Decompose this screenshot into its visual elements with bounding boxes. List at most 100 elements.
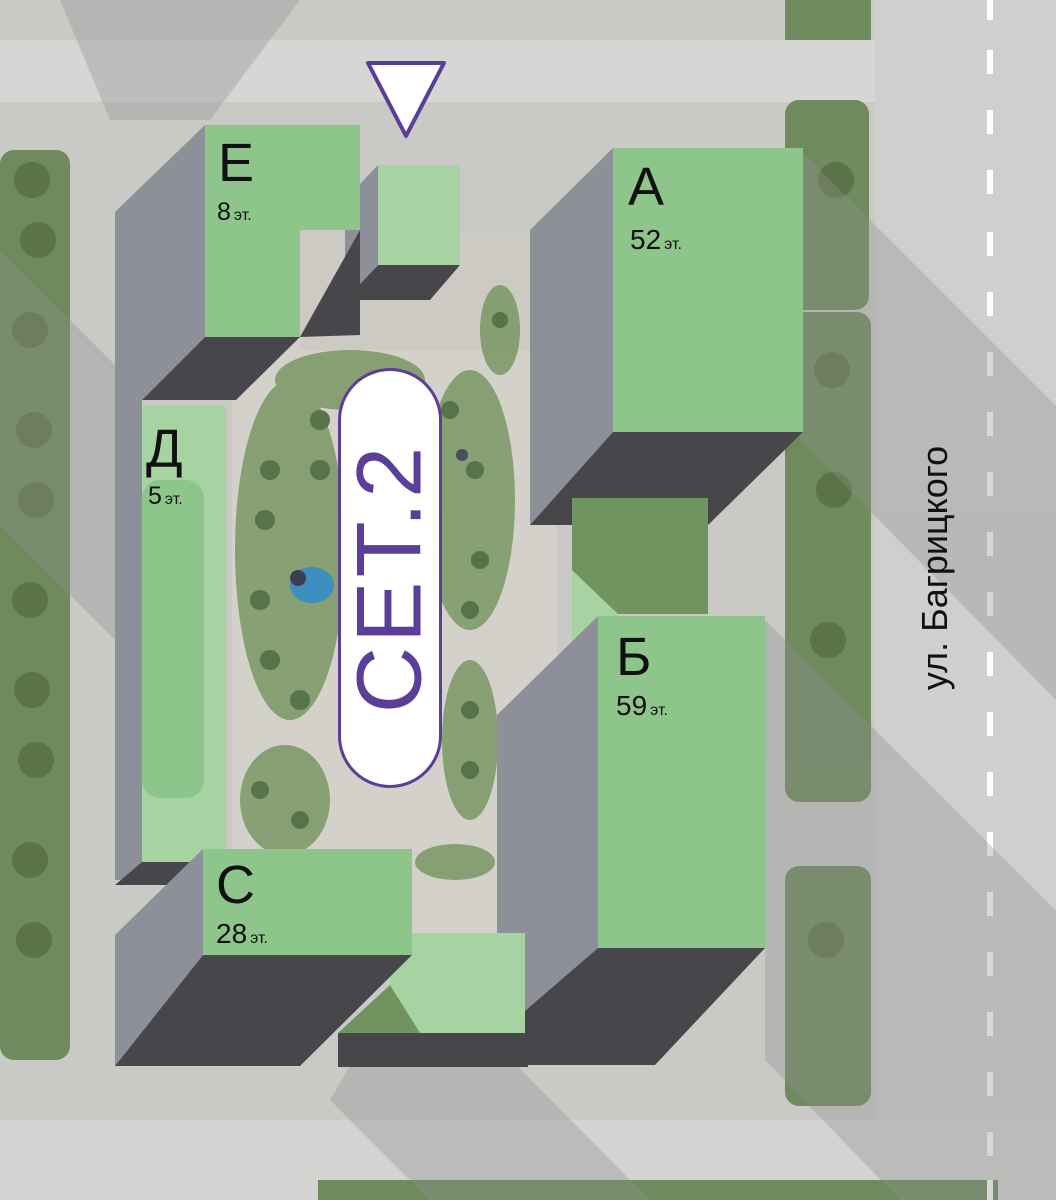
building-c-roof bbox=[203, 849, 412, 955]
building-b-letter: Б bbox=[616, 627, 652, 687]
floor-unit: эт. bbox=[664, 236, 682, 253]
building-e-letter: Е bbox=[218, 133, 255, 193]
tree bbox=[310, 410, 330, 430]
lane-dash bbox=[987, 892, 993, 916]
tree bbox=[816, 472, 852, 508]
tree bbox=[461, 701, 479, 719]
tree bbox=[12, 582, 48, 618]
lane-dash bbox=[987, 592, 993, 616]
building-e-wall-dark bbox=[300, 230, 360, 337]
building-a-annex-light bbox=[572, 570, 620, 640]
tree bbox=[250, 590, 270, 610]
building-e-roof bbox=[205, 125, 360, 337]
lane-dash bbox=[987, 110, 993, 134]
building-a-letter: А bbox=[628, 157, 665, 217]
shadow bbox=[0, 250, 115, 640]
tree bbox=[461, 761, 479, 779]
lane-dash bbox=[987, 772, 993, 796]
floor-unit: эт. bbox=[250, 930, 268, 947]
tree bbox=[466, 461, 484, 479]
tree bbox=[310, 460, 330, 480]
building-a-floor-count: 52 bbox=[630, 224, 662, 255]
triangle-down-icon bbox=[366, 61, 446, 138]
lane-dash bbox=[987, 532, 993, 556]
tree bbox=[461, 601, 479, 619]
tree bbox=[818, 162, 854, 198]
shadow bbox=[800, 150, 1056, 700]
lane-dash bbox=[987, 232, 993, 256]
floor-unit: эт. bbox=[233, 207, 252, 224]
tree bbox=[16, 922, 52, 958]
shadow bbox=[765, 620, 1056, 1200]
garden-patch bbox=[480, 285, 520, 375]
link-block-base bbox=[338, 1033, 528, 1067]
complex-badge: CET.2 bbox=[338, 368, 442, 788]
grass-strip-right-2 bbox=[785, 312, 871, 802]
tree bbox=[814, 352, 850, 388]
building-b-floor-count: 59 bbox=[616, 690, 648, 721]
building-a-roof bbox=[613, 148, 803, 432]
grass-bottom bbox=[318, 1180, 998, 1200]
street-label: ул. Багрицкого bbox=[914, 445, 955, 691]
building-d-letter: Д bbox=[146, 419, 183, 479]
lane-dash bbox=[987, 712, 993, 736]
garden-patch bbox=[235, 380, 345, 720]
floor-unit: эт. bbox=[650, 702, 668, 719]
tree bbox=[291, 811, 309, 829]
garden-patch bbox=[415, 844, 495, 880]
tree bbox=[251, 781, 269, 799]
garden-patch bbox=[442, 660, 498, 820]
floor-unit: эт. bbox=[164, 491, 183, 508]
tree bbox=[20, 222, 56, 258]
tree bbox=[492, 312, 508, 328]
tree bbox=[18, 742, 54, 778]
tree bbox=[471, 551, 489, 569]
building-a-wall-side bbox=[530, 148, 613, 525]
pond-rocks bbox=[290, 570, 306, 586]
lane-dash bbox=[987, 952, 993, 976]
building-b-roof bbox=[598, 616, 765, 948]
rock bbox=[456, 449, 468, 461]
shadow bbox=[60, 0, 300, 120]
tree bbox=[14, 162, 50, 198]
tree bbox=[16, 412, 52, 448]
grass-top-right bbox=[785, 0, 871, 40]
lane-dash bbox=[987, 1180, 993, 1200]
building-b-wall-dark bbox=[497, 948, 765, 1065]
lane-dash bbox=[987, 832, 993, 856]
tree bbox=[12, 842, 48, 878]
tree bbox=[18, 482, 54, 518]
lane-dash bbox=[987, 0, 993, 20]
link-block-roof bbox=[390, 933, 525, 1033]
tree bbox=[14, 672, 50, 708]
tree bbox=[260, 650, 280, 670]
building-d-floor-count: 5 bbox=[148, 482, 162, 510]
grass-strip-right-1 bbox=[785, 100, 869, 310]
garden-patch bbox=[425, 370, 515, 630]
lane-dash bbox=[987, 170, 993, 194]
complex-label: CET.2 bbox=[338, 442, 441, 714]
grass-strip-right-3 bbox=[785, 866, 871, 1106]
tree bbox=[810, 622, 846, 658]
lane-dash bbox=[987, 472, 993, 496]
tree bbox=[290, 690, 310, 710]
garden-patch bbox=[240, 745, 330, 855]
road-street bbox=[875, 0, 1056, 1200]
tree bbox=[12, 312, 48, 348]
lane-dash bbox=[987, 1132, 993, 1156]
tree bbox=[255, 510, 275, 530]
tree bbox=[441, 401, 459, 419]
lane-dash bbox=[987, 50, 993, 74]
building-d-roof-inner bbox=[142, 480, 204, 798]
link-block-shade bbox=[338, 985, 420, 1033]
tower-roof bbox=[378, 165, 460, 265]
lane-dash bbox=[987, 352, 993, 376]
building-c-wall-dark bbox=[115, 955, 412, 1066]
building-e-floor-count: 8 bbox=[217, 198, 231, 226]
